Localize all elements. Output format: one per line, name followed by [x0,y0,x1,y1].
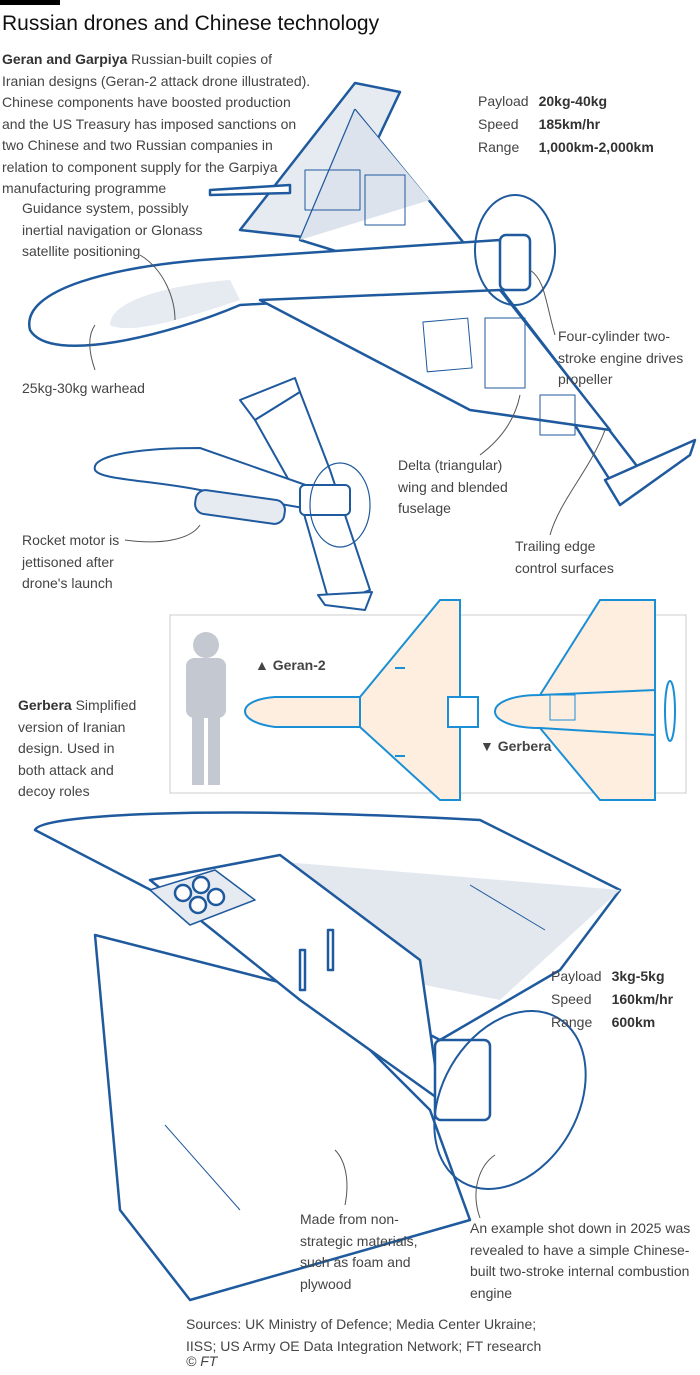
gerbera-heading: Gerbera [18,697,72,713]
trailing-edge-annotation: Trailing edge control surfaces [515,538,614,576]
human-silhouette [186,632,226,785]
rocket-annotation: Rocket motor is jettisoned after drone's… [22,532,120,591]
spec-label: Range [478,139,520,155]
spec-value: 20kg-40kg [538,93,608,109]
spec-row: Speed 160km/hr [551,988,683,1011]
sources: Sources: UK Ministry of Defence; Media C… [186,1316,542,1354]
credit: © FT [186,1353,218,1369]
materials-annotation: Made from non-strategic materials, such … [300,1211,418,1292]
geran-specs: Payload 20kg-40kg Speed 185km/hr Range 1,00… [478,90,664,159]
brand-bar [0,0,60,5]
gerbera-drawing [33,811,622,1302]
spec-row: Range 600km [551,1011,683,1034]
spec-value: 1,000km-2,000km [538,139,654,155]
gerbera-text: Simplified version of Iranian design. Us… [18,697,137,799]
gerbera-intro: Gerbera Simplified version of Iranian de… [18,695,143,803]
geran-2-drawing [28,81,697,507]
guidance-annotation: Guidance system, possibly inertial navig… [22,200,203,259]
spec-label: Speed [551,991,592,1007]
gerbera-specs: Payload 3kg-5kg Speed 160km/hr Range 600km [551,965,683,1034]
geran-intro: Geran and Garpiya Russian-built copies o… [2,49,314,200]
spec-value: 160km/hr [611,991,674,1007]
spec-label: Range [551,1014,593,1030]
spec-value: 185km/hr [538,116,601,132]
spec-row: Payload 20kg-40kg [478,90,664,113]
intro-heading: Geran and Garpiya [2,51,128,67]
gerbera-label: ▼ Gerbera [480,738,552,754]
warhead-annotation: 25kg-30kg warhead [22,380,145,396]
engine-annotation: Four-cylinder two-stroke engine drives p… [558,328,684,387]
intro-text: Russian-built copies of Iranian designs … [2,51,311,196]
wing-annotation: Delta (triangular) wing and blended fuse… [398,457,508,516]
spec-value: 3kg-5kg [611,968,665,984]
page-title: Russian drones and Chinese technology [2,12,380,35]
gerbera-topview [494,599,676,801]
spec-value: 600km [611,1014,656,1030]
spec-label: Speed [478,116,519,132]
geran-rocket-drawing [93,377,373,611]
geran-2-label: ▲ Geran-2 [255,657,326,673]
spec-label: Payload [478,93,529,109]
engine-2025-annotation: An example shot down in 2025 was reveale… [470,1220,691,1301]
spec-row: Range 1,000km-2,000km [478,136,664,159]
spec-row: Speed 185km/hr [478,113,664,136]
geran-2-topview [244,599,479,801]
spec-row: Payload 3kg-5kg [551,965,683,988]
spec-label: Payload [551,968,602,984]
